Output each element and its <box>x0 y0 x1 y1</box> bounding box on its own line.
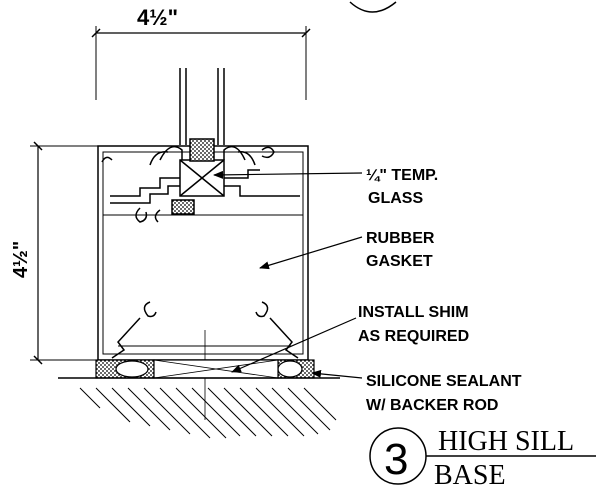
callout-sealant-line2: W/ BACKER ROD <box>366 397 498 414</box>
glass-lites <box>179 68 225 145</box>
detail-title-line1: HIGH SILL <box>438 426 574 457</box>
reference-circle-fragment <box>349 1 397 13</box>
callout-glass: ¼" TEMP. GLASS <box>366 167 438 207</box>
callout-sealant: SILICONE SEALANT W/ BACKER ROD <box>366 373 522 414</box>
silicone-sealant-backer-rod <box>95 359 315 379</box>
detail-tag: 3 HIGH SILL BASE <box>369 426 596 491</box>
callout-gasket-line2: GASKET <box>366 253 433 270</box>
detail-number: 3 <box>384 435 408 484</box>
width-dimension-label: 4½" <box>137 5 178 30</box>
callout-glass-line1: ¼" TEMP. <box>366 167 438 184</box>
callout-sealant-line1: SILICONE SEALANT <box>366 373 522 390</box>
detail-title-line2: BASE <box>434 460 506 491</box>
width-dimension: 4½" <box>91 5 311 100</box>
callout-glass-line2: GLASS <box>368 190 423 207</box>
callout-gasket: RUBBER GASKET <box>366 230 435 270</box>
height-dimension-label: 4½" <box>10 241 32 278</box>
callout-shim: INSTALL SHIM AS REQUIRED <box>358 304 469 345</box>
height-dimension: 4½" <box>10 141 100 365</box>
callout-shim-line1: INSTALL SHIM <box>358 304 469 321</box>
callout-shim-line2: AS REQUIRED <box>358 328 469 345</box>
leader-lines <box>213 170 363 379</box>
substrate-hatch <box>58 377 340 439</box>
callout-gasket-line1: RUBBER <box>366 230 435 247</box>
